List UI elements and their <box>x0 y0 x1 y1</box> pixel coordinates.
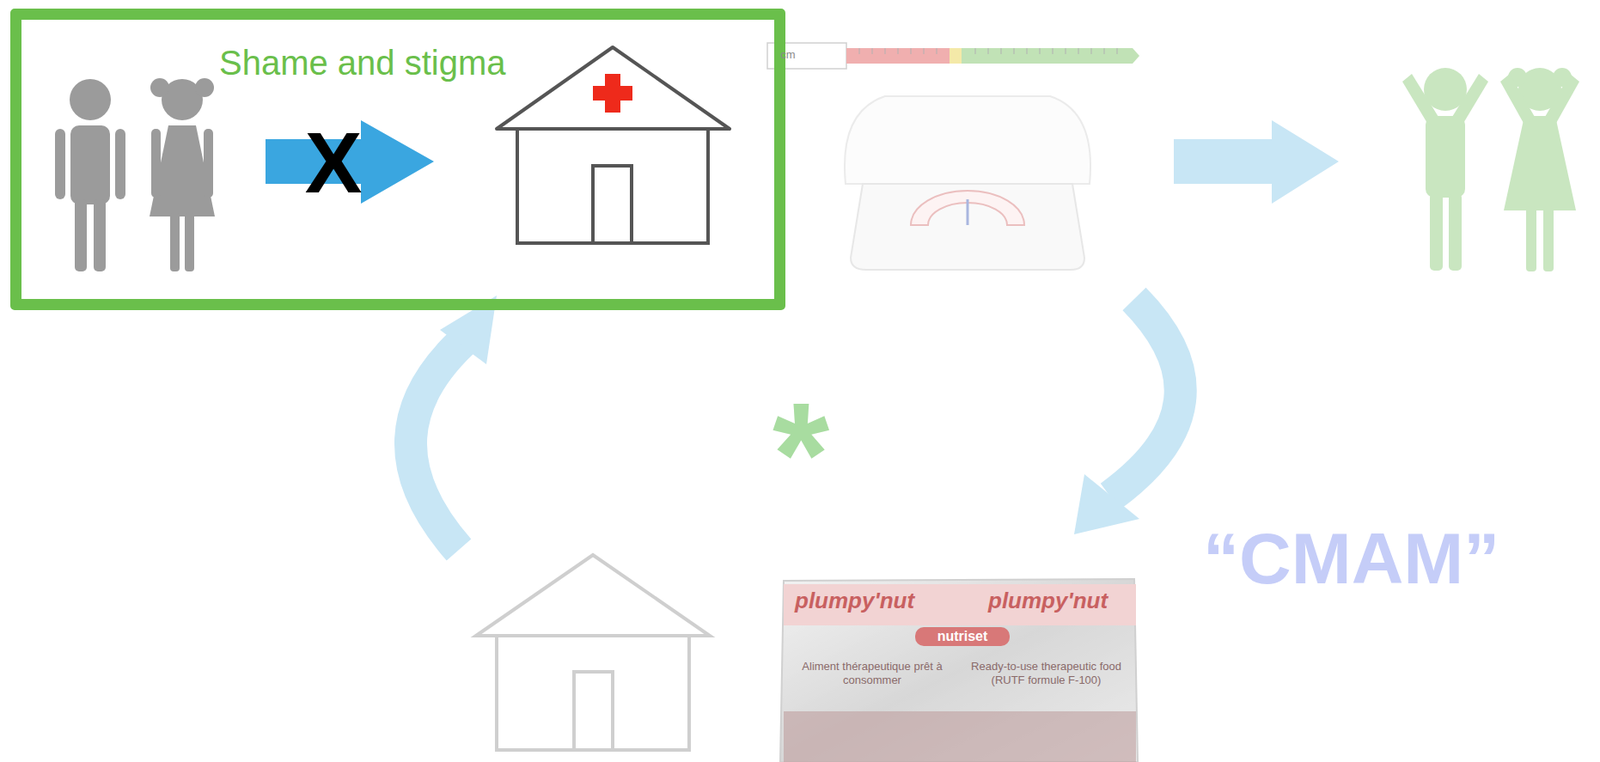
asterisk-mark: * <box>749 381 853 528</box>
brand-name: plumpy'nut <box>988 587 1126 615</box>
baby-scale <box>844 96 1091 270</box>
box-heading: Shame and stigma <box>219 43 507 83</box>
progress-arrow <box>1173 120 1339 204</box>
brand-name: plumpy'nut <box>794 587 933 615</box>
rutf-package <box>780 579 1138 762</box>
cycle-arrow <box>410 295 497 550</box>
maker-name: nutriset <box>915 627 1010 647</box>
clinic-icon <box>496 47 730 244</box>
cross-mark: X <box>290 119 377 206</box>
healthy-children-icon <box>1402 67 1580 272</box>
highlight-box: Shame and stigma <box>10 8 786 311</box>
package-text: Ready-to-use therapeutic food (RUTF form… <box>966 659 1126 689</box>
program-name: “CMAM” <box>1203 515 1564 603</box>
children-icon <box>54 78 215 272</box>
muac-tape <box>767 42 1140 69</box>
home-icon <box>476 555 710 751</box>
cycle-arrow <box>1074 299 1181 535</box>
package-text: Aliment thérapeutique prêt à consommer <box>799 659 946 689</box>
tape-unit: cm <box>770 48 806 62</box>
